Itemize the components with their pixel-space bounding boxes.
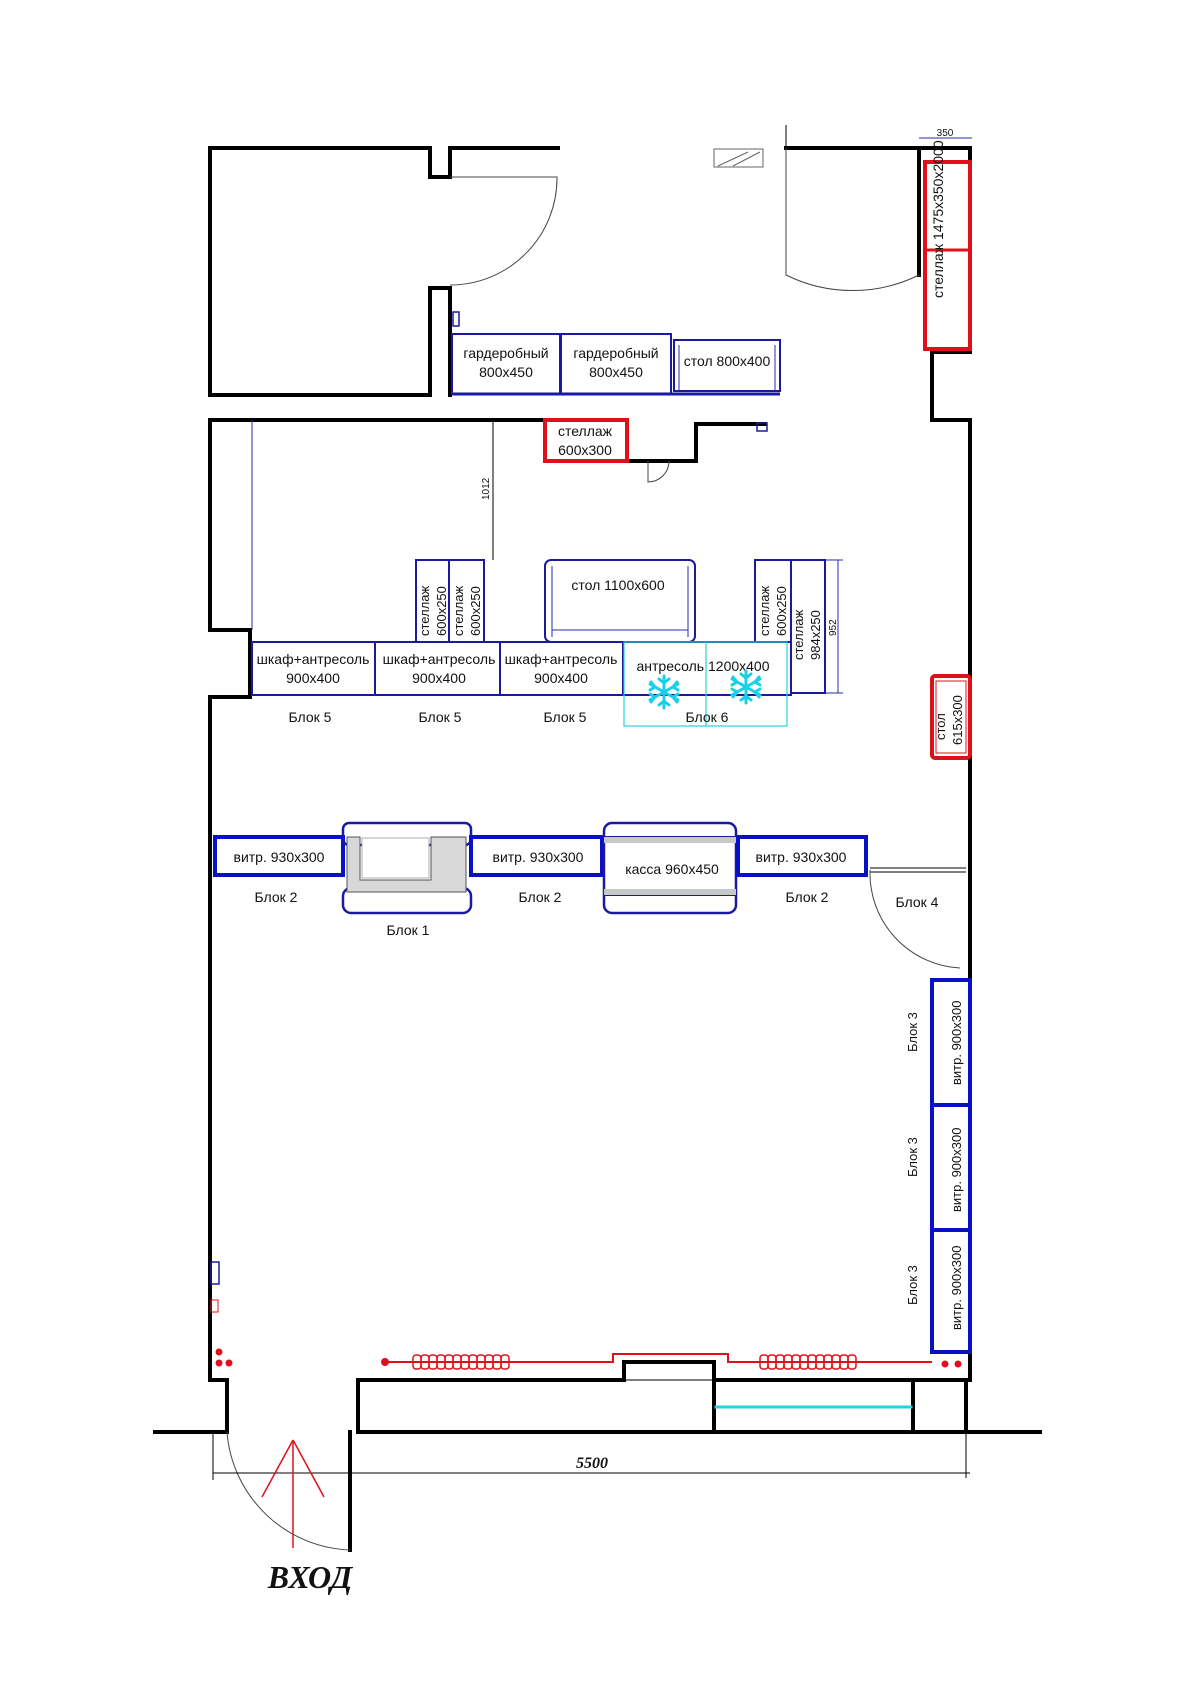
dim-1012: 1012 [481, 420, 494, 560]
svg-text:900х400: 900х400 [534, 670, 588, 686]
stellazh-c: стеллаж 600х250 [754, 559, 792, 643]
doors [212, 125, 961, 1551]
vitr-row-3: витр. 930х300 [736, 835, 868, 877]
garderob-2-size: 800х450 [589, 364, 643, 380]
garderob-1-label: гардеробный [463, 345, 548, 361]
blok3-label-1: Блок 3 [905, 1012, 920, 1052]
blok3-label-2: Блок 3 [905, 1137, 920, 1177]
svg-text:витр. 900х300: витр. 900х300 [949, 1001, 964, 1085]
stol-1100-label: стол 1100х600 [571, 577, 664, 593]
svg-text:600х250: 600х250 [468, 586, 483, 636]
blok5-label-1: Блок 5 [289, 709, 332, 725]
svg-text:витр. 930х300: витр. 930х300 [234, 849, 325, 865]
svg-text:стеллаж: стеллаж [757, 585, 772, 636]
dim-952: 952 [828, 619, 839, 636]
stellazh-d: стеллаж 984х250 952 [790, 559, 843, 694]
vitr-col-1: витр. 900х300 [930, 978, 972, 1107]
shkaf-1: шкаф+антресоль 900х400 [251, 641, 376, 696]
stellazh-600x300-size: 600х300 [558, 442, 612, 458]
red-dots [215, 1348, 962, 1368]
stellazh-600x300-label: стеллаж [558, 423, 613, 439]
svg-text:шкаф+антресоль: шкаф+антресоль [383, 651, 496, 667]
stellazh-600x300: стеллаж 600х300 [543, 418, 629, 463]
svg-text:витр. 900х300: витр. 900х300 [949, 1246, 964, 1330]
partition-lines [251, 420, 966, 1433]
svg-text:900х400: 900х400 [286, 670, 340, 686]
stellazh-a: стеллаж 600х250 [415, 559, 450, 643]
blok5-label-2: Блок 5 [419, 709, 462, 725]
socket-icon [756, 422, 768, 432]
svg-text:витр. 930х300: витр. 930х300 [756, 849, 847, 865]
blok3-label-3: Блок 3 [905, 1265, 920, 1305]
vitr-row-1: витр. 930х300 [213, 835, 345, 877]
shkaf-3: шкаф+антресоль 900х400 [499, 641, 624, 696]
left-wall-markers [210, 1261, 220, 1313]
garderob-1-size: 800х450 [479, 364, 533, 380]
dim-350: 350 [937, 128, 954, 139]
stellazh-b: стеллаж 600х250 [448, 559, 485, 643]
vitr-row-2: витр. 930х300 [469, 835, 604, 877]
blok2-label-3: Блок 2 [786, 889, 829, 905]
snowflake-icon [648, 674, 680, 710]
blok5-label-3: Блок 5 [544, 709, 587, 725]
vitr-col-2: витр. 900х300 [930, 1103, 972, 1232]
svg-text:900х400: 900х400 [412, 670, 466, 686]
blok6-label: Блок 6 [686, 709, 729, 725]
svg-text:витр. 930х300: витр. 930х300 [493, 849, 584, 865]
garderob-1: гардеробный 800х450 [451, 333, 561, 395]
vitr-col-3: витр. 900х300 [930, 1228, 972, 1354]
blok2-label-2: Блок 2 [519, 889, 562, 905]
socket-icon [452, 311, 460, 327]
svg-text:витр. 900х300: витр. 900х300 [949, 1128, 964, 1212]
svg-text:стеллаж: стеллаж [791, 609, 806, 660]
stol-800-label: стол 800х400 [684, 353, 771, 369]
svg-text:984х250: 984х250 [808, 610, 823, 660]
svg-text:615х300: 615х300 [950, 695, 965, 745]
svg-text:стол: стол [933, 713, 948, 740]
kassa: касса 960х450 [602, 821, 738, 915]
garderob-2-label: гардеробный [573, 345, 658, 361]
blok1-unit [341, 821, 473, 915]
antresol-label: антресоль 1200х400 [637, 658, 770, 674]
antresol: антресоль 1200х400 [622, 641, 792, 727]
svg-text:1012: 1012 [481, 477, 492, 500]
snowflake-icon [730, 669, 762, 705]
stol-615: стол 615х300 [930, 674, 972, 760]
svg-text:5500: 5500 [576, 1455, 608, 1472]
dim-5500: 5500 [213, 1432, 970, 1478]
stol-800: стол 800х400 [673, 339, 781, 392]
svg-text:600х250: 600х250 [774, 586, 789, 636]
blok1-label: Блок 1 [387, 922, 430, 938]
entrance-label: ВХОД [267, 1559, 354, 1595]
kassa-label: касса 960х450 [625, 861, 719, 877]
svg-text:стеллаж: стеллаж [451, 585, 466, 636]
blok4-label: Блок 4 [896, 894, 939, 910]
arrow-up-icon [261, 1439, 325, 1548]
stol-1100: стол 1100х600 [544, 559, 696, 643]
stellazh-right-top: стеллаж 1475х350х2000 350 [919, 128, 972, 351]
radiator-icon [759, 1354, 857, 1370]
stellazh-right-top-label: стеллаж 1475х350х2000 [930, 140, 946, 298]
svg-text:600х250: 600х250 [434, 586, 449, 636]
blok2-label-1: Блок 2 [255, 889, 298, 905]
svg-text:шкаф+антресоль: шкаф+антресоль [505, 651, 618, 667]
vent-icon [713, 148, 764, 168]
radiator-line [381, 1353, 932, 1366]
svg-text:шкаф+антресоль: шкаф+антресоль [257, 651, 370, 667]
garderob-2: гардеробный 800х450 [560, 333, 672, 395]
shkaf-2: шкаф+антресоль 900х400 [374, 641, 501, 696]
radiator-icon [412, 1354, 510, 1370]
svg-text:стеллаж: стеллаж [417, 585, 432, 636]
